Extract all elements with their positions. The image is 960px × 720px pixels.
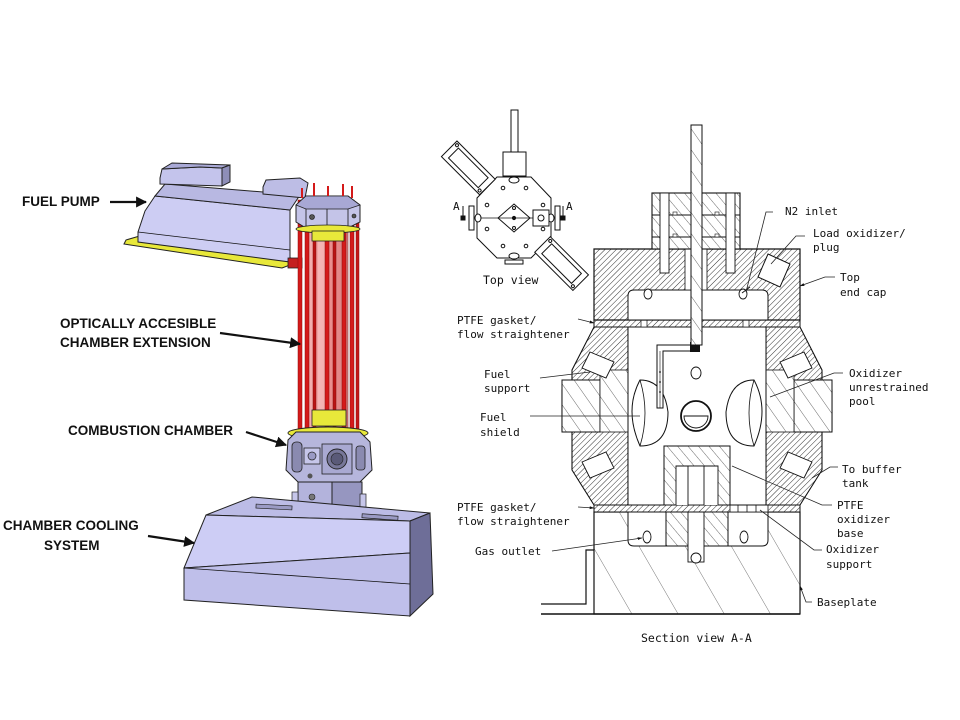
arrow-optical-extension	[219, 331, 302, 349]
label-ptfe-oxidizer-base-line2: oxidizer	[837, 513, 890, 526]
label-load-oxidizer-line1: Load oxidizer/	[813, 227, 906, 240]
label-baseplate: Baseplate	[817, 596, 877, 609]
arrow-combustion-chamber	[245, 430, 288, 448]
leader-lines	[530, 211, 843, 603]
label-buffer-tank-line2: tank	[842, 477, 869, 490]
label-oxidizer-support-line1: Oxidizer	[826, 543, 879, 556]
section-view-caption: Section view A-A	[641, 631, 752, 645]
label-combustion-chamber: COMBUSTION CHAMBER	[68, 423, 233, 438]
label-optical-extension-line1: OPTICALLY ACCESIBLE	[60, 316, 216, 331]
section-view-labels: N2 inlet Load oxidizer/ plug Top end cap…	[457, 205, 928, 645]
label-top-end-cap-line2: end cap	[840, 286, 886, 299]
label-gas-outlet: Gas outlet	[475, 545, 541, 558]
label-ptfe-gasket-bottom-line2: flow straightener	[457, 515, 570, 528]
cooling-system-box	[183, 496, 434, 618]
label-oxidizer-pool-line2: unrestrained	[849, 381, 928, 394]
label-oxidizer-pool-line3: pool	[849, 395, 876, 408]
label-ptfe-gasket-bottom-line1: PTFE gasket/	[457, 501, 536, 514]
section-view-drawing	[541, 124, 833, 615]
label-ptfe-gasket-top-line1: PTFE gasket/	[457, 314, 536, 327]
load-oxidizer-plug	[757, 253, 791, 288]
label-fuel-shield-line2: shield	[480, 426, 520, 439]
label-optical-extension-line2: CHAMBER EXTENSION	[60, 335, 211, 350]
fuel-feed-shaft	[690, 124, 703, 346]
label-oxidizer-support-line2: support	[826, 558, 872, 571]
label-cooling-system-line2: SYSTEM	[44, 538, 100, 553]
top-view-caption: Top view	[483, 273, 538, 287]
arrow-cooling-system	[147, 534, 196, 547]
label-ptfe-gasket-top-line2: flow straightener	[457, 328, 570, 341]
label-fuel-pump: FUEL PUMP	[22, 194, 100, 209]
label-fuel-support-line1: Fuel	[484, 368, 511, 381]
fuel-pump-assembly	[123, 162, 309, 269]
label-buffer-tank-line1: To buffer	[842, 463, 902, 476]
label-ptfe-oxidizer-base-line1: PTFE	[837, 499, 864, 512]
label-oxidizer-pool-line1: Oxidizer	[849, 367, 902, 380]
label-cooling-system-line1: CHAMBER COOLING	[3, 518, 139, 533]
label-load-oxidizer-line2: plug	[813, 241, 840, 254]
optical-chamber-extension	[287, 183, 369, 440]
label-fuel-support-line2: support	[484, 382, 530, 395]
label-n2-inlet: N2 inlet	[785, 205, 838, 218]
top-view-section-mark-right: A	[566, 200, 573, 213]
label-ptfe-oxidizer-base-line3: base	[837, 527, 864, 540]
fuel-pump-motor-block	[159, 166, 223, 187]
ptfe-gasket-bottom	[593, 504, 801, 513]
cooling-box-side	[409, 512, 434, 618]
label-top-end-cap-line1: Top	[840, 271, 860, 284]
top-view-section-mark-left: A	[453, 200, 460, 213]
cad-model: FUEL PUMP OPTICALLY ACCESIBLE CHAMBER EX…	[3, 162, 434, 618]
label-fuel-shield-line1: Fuel	[480, 411, 507, 424]
top-view-drawing	[440, 109, 590, 292]
